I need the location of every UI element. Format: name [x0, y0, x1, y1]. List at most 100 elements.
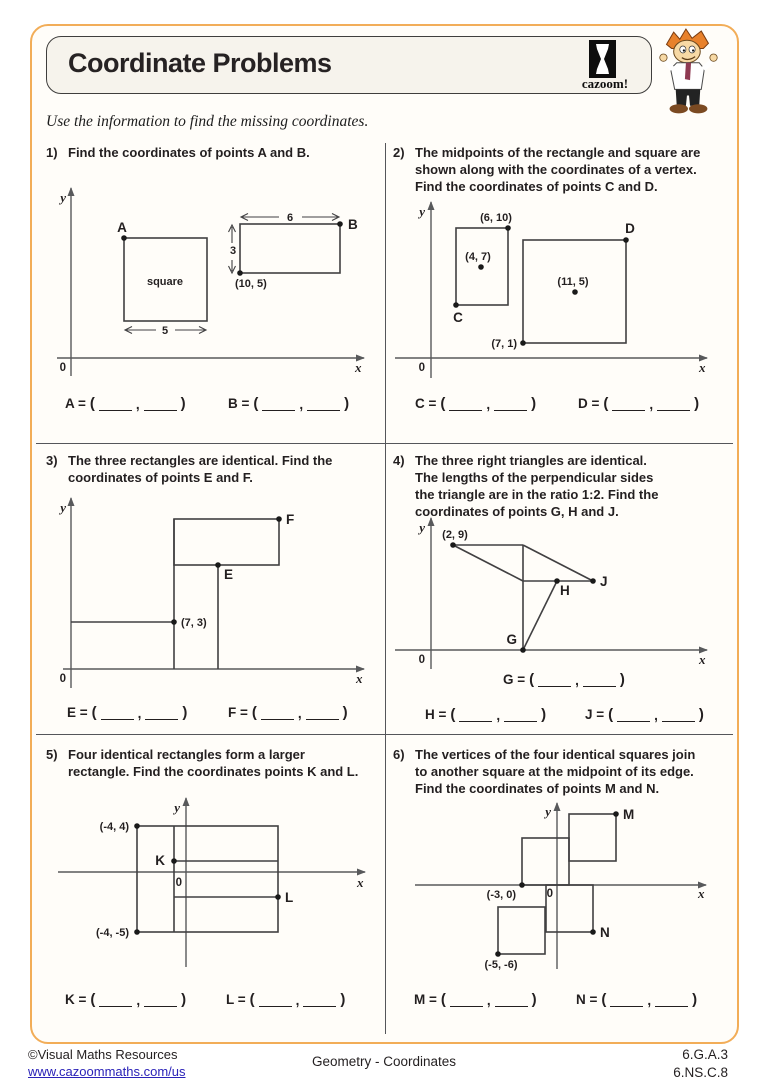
answer-blank	[617, 707, 651, 722]
answer-blank	[657, 396, 691, 411]
p2-y-axis-label: y	[417, 204, 425, 219]
p6-x-axis-label: x	[697, 886, 705, 901]
answer-blank	[98, 396, 132, 411]
p5-x-axis-label: x	[356, 875, 364, 890]
problem-2-text: The midpoints of the rectangle and squar…	[415, 145, 701, 194]
p5-origin-label: 0	[176, 877, 182, 889]
answer-lhs: H =	[425, 707, 447, 722]
cazoom-logo-icon	[589, 40, 616, 78]
p5-bottom-left-label: (-4, -5)	[96, 927, 129, 939]
p3-points	[171, 516, 282, 625]
p1-point-b-label: B	[348, 217, 358, 232]
answer-blank	[459, 707, 493, 722]
problem-3-heading: 3) The three rectangles are identical. F…	[46, 452, 380, 486]
p3-point-f-label: F	[286, 512, 294, 527]
standard-code-1: 6.G.A.3	[682, 1047, 728, 1062]
answer-lhs: L =	[226, 992, 246, 1007]
p4-diagram: y 0 x (2, 9) J H G	[395, 517, 708, 669]
p2-x-axis-label: x	[698, 360, 706, 375]
p6-axis-vertex-label: (-3, 0)	[487, 889, 517, 901]
answer-blank	[305, 705, 339, 720]
answer-lhs: B =	[228, 396, 250, 411]
p3-vertex-label: (7, 3)	[181, 617, 207, 629]
answer-lhs: K =	[65, 992, 87, 1007]
p4-origin-label: 0	[419, 654, 425, 666]
p3-y-axis-label: y	[58, 500, 66, 515]
p2-diagram: y 0 x (6, 10) (4, 7) C D (11, 5) (7, 1)	[395, 201, 708, 378]
p4-vertex-label: (2, 9)	[442, 529, 468, 541]
answer-blank	[661, 707, 695, 722]
p3-axes	[63, 497, 365, 688]
answer-blank	[610, 992, 644, 1007]
p1-diagram: y 0 x A B square 5 6 3 (10, 5)	[57, 187, 365, 376]
problem-5-number: 5)	[46, 747, 58, 762]
p5-answer-l: L = ( , )	[226, 991, 346, 1008]
problem-5-cell: 5) Four identical rectangles form a larg…	[38, 734, 385, 1035]
answer-blank	[262, 396, 296, 411]
problem-6-heading: 6) The vertices of the four identical sq…	[393, 746, 727, 797]
mascot-illustration	[659, 28, 718, 114]
answer-blank	[655, 992, 689, 1007]
p1-origin-label: 0	[60, 362, 66, 374]
p1-shapes	[123, 213, 341, 334]
p4-y-axis-label: y	[417, 520, 425, 535]
logo-wordmark: cazoom!	[581, 76, 629, 91]
vertical-divider	[385, 143, 387, 1034]
p4-axes	[395, 517, 708, 669]
p3-origin-label: 0	[60, 673, 66, 685]
answer-lhs: E =	[67, 705, 88, 720]
problem-5-text: Four identical rectangles form a larger …	[68, 747, 359, 779]
problem-6-number: 6)	[393, 747, 405, 762]
p4-point-h-label: H	[560, 583, 570, 598]
answer-blank	[494, 396, 528, 411]
p1-answer-b: B = ( , )	[228, 395, 350, 412]
standard-code-2: 6.NS.C.8	[673, 1065, 728, 1080]
problem-1-cell: 1) Find the coordinates of points A and …	[38, 140, 385, 443]
answer-blank	[99, 992, 133, 1007]
page-border	[30, 24, 739, 1044]
answer-blank	[504, 707, 538, 722]
p1-dim-6-label: 6	[287, 212, 293, 224]
p2-top-vertex-label: (6, 10)	[480, 212, 512, 224]
p6-answer-n: N = ( , )	[576, 991, 698, 1008]
p6-answer-m: M = ( , )	[414, 991, 537, 1008]
p6-point-n-label: N	[600, 925, 610, 940]
p5-point-l-label: L	[285, 890, 293, 905]
answer-lhs: A =	[65, 396, 86, 411]
answer-lhs: M =	[414, 992, 437, 1007]
problem-2-number: 2)	[393, 145, 405, 160]
answer-lhs: J =	[585, 707, 605, 722]
p4-points	[450, 542, 596, 653]
problem-6-cell: 6) The vertices of the four identical sq…	[385, 734, 731, 1035]
p5-points	[134, 823, 281, 935]
p2-origin-label: 0	[419, 362, 425, 374]
problem-4-number: 4)	[393, 453, 405, 468]
answer-lhs: F =	[228, 705, 248, 720]
p2-point-c-label: C	[453, 310, 463, 325]
answer-lhs: N =	[576, 992, 598, 1007]
footer-standards: 6.G.A.3 6.NS.C.8	[560, 1046, 728, 1082]
answer-lhs: D =	[578, 396, 600, 411]
problem-2-heading: 2) The midpoints of the rectangle and sq…	[393, 144, 727, 195]
answer-blank	[449, 992, 483, 1007]
p5-diagram: y 0 x (-4, 4) (-4, -5) K L	[58, 797, 366, 967]
answer-blank	[582, 672, 616, 687]
p2-point-d-label: D	[625, 221, 635, 236]
answer-blank	[449, 396, 483, 411]
answer-lhs: G =	[503, 672, 526, 687]
footer-topic: Geometry - Coordinates	[311, 1054, 457, 1069]
p4-point-j-label: J	[600, 574, 608, 589]
title-box	[46, 36, 652, 94]
p3-shapes	[71, 518, 280, 669]
p5-shapes	[136, 825, 279, 933]
problem-6-text: The vertices of the four identical squar…	[415, 747, 696, 796]
p1-x-axis-label: x	[354, 360, 362, 375]
answer-blank	[494, 992, 528, 1007]
footer-website-link[interactable]: www.cazoommaths.com/us	[28, 1064, 186, 1079]
p4-shapes	[452, 544, 594, 651]
answer-blank	[100, 705, 134, 720]
p2-shapes	[455, 227, 627, 344]
answer-blank	[143, 396, 177, 411]
problem-3-cell: 3) The three rectangles are identical. F…	[38, 443, 385, 734]
